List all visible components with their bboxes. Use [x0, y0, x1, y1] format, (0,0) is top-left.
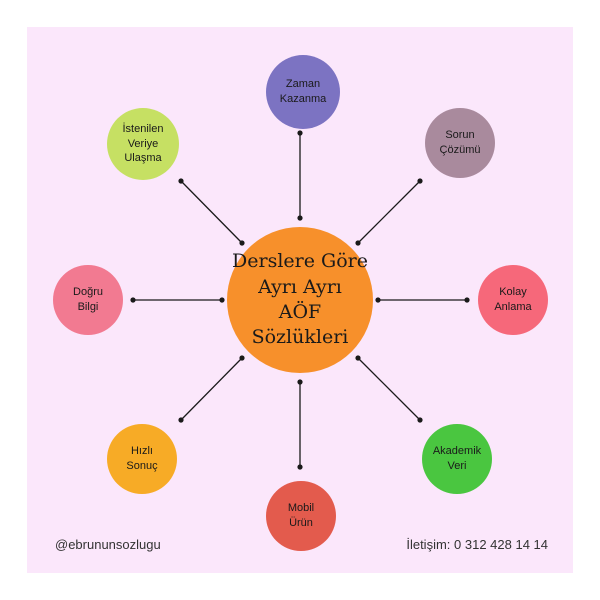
node-label: Kolay Anlama [494, 286, 532, 313]
connector-endpoint [355, 355, 361, 361]
connector-endpoint [130, 297, 136, 303]
connector-endpoint [239, 355, 245, 361]
connector-endpoint [219, 297, 225, 303]
node-label: Sorun Çözümü [439, 129, 481, 156]
connector-endpoint [417, 417, 423, 423]
connector-endpoint [375, 297, 381, 303]
connector-endpoint [464, 297, 470, 303]
connector-endpoint [297, 130, 303, 136]
node-label: Hızlı Sonuç [126, 445, 158, 472]
connector-endpoint [297, 379, 303, 385]
contact-info: İletişim: 0 312 428 14 14 [406, 537, 548, 552]
node-dogru-bilgi: Doğru Bilgi [53, 265, 123, 335]
node-zaman-kazanma: Zaman Kazanma [266, 55, 340, 129]
connector-line [357, 357, 421, 421]
node-sorun-cozumu: Sorun Çözümü [425, 108, 495, 178]
connector-sorun [355, 178, 423, 246]
connector-zaman [297, 130, 303, 221]
connector-endpoint [355, 240, 361, 246]
connector-line [357, 180, 421, 244]
connector-mobil [297, 379, 303, 470]
connector-hizli [178, 355, 245, 423]
node-istenilen-veriye-ulasma: İstenilen Veriye Ulaşma [107, 108, 179, 180]
node-akademik-veri: Akademik Veri [422, 424, 492, 494]
node-kolay-anlama: Kolay Anlama [478, 265, 548, 335]
node-label: Doğru Bilgi [73, 286, 103, 313]
node-hizli-sonuc: Hızlı Sonuç [107, 424, 177, 494]
node-label: İstenilen Veriye Ulaşma [122, 122, 164, 165]
connector-line [180, 180, 243, 244]
node-label: Zaman Kazanma [279, 78, 327, 105]
node-label: Akademik Veri [432, 445, 482, 472]
center-label: Derslere Göre Ayrı Ayrı AÖF Sözlükleri [232, 250, 368, 349]
connector-endpoint [239, 240, 245, 246]
connector-endpoint [178, 178, 184, 184]
connector-line [180, 357, 243, 421]
connector-endpoint [417, 178, 423, 184]
connector-dogru [130, 297, 225, 303]
connector-endpoint [297, 464, 303, 470]
connector-endpoint [297, 215, 303, 221]
connector-istenilen [178, 178, 245, 246]
node-label: Mobil Ürün [287, 502, 315, 529]
social-handle: @ebrununsozlugu [55, 537, 161, 552]
connector-akademik [355, 355, 423, 423]
connector-kolay [375, 297, 470, 303]
connector-endpoint [178, 417, 184, 423]
center-node: Derslere Göre Ayrı Ayrı AÖF Sözlükleri [227, 227, 373, 373]
node-mobil-urun: Mobil Ürün [266, 481, 336, 551]
